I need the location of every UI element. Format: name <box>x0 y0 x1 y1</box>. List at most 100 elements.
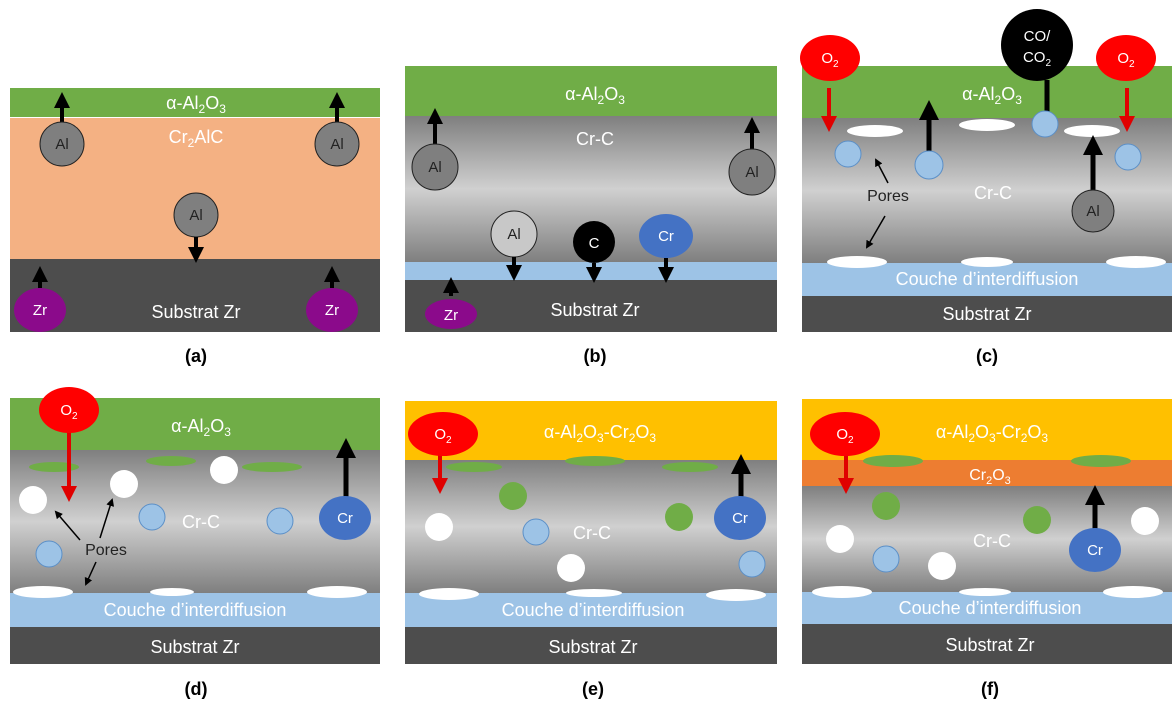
cr-particle <box>738 550 766 578</box>
substrate-layer <box>802 296 1172 332</box>
pore <box>150 588 194 596</box>
o2-label: O2 <box>1117 50 1135 70</box>
interdiffusion-layer <box>802 263 1172 296</box>
alumina-precipitate <box>662 462 718 472</box>
cr-atom <box>639 214 693 258</box>
cr-particle <box>35 540 63 568</box>
crc-label: Cr-C <box>973 531 1011 551</box>
pore <box>557 554 585 582</box>
pore <box>959 588 1011 596</box>
cr2o3-particle <box>499 482 527 510</box>
alumina-precipitate <box>29 462 79 472</box>
al-label: Al <box>55 136 68 153</box>
caption-d: (d) <box>185 679 208 699</box>
cr-particle <box>1114 143 1142 171</box>
al-atom <box>314 121 360 167</box>
pore <box>847 125 903 137</box>
o2-molecule <box>408 412 478 456</box>
crc-label: Cr-C <box>573 523 611 543</box>
pore <box>210 456 238 484</box>
substrate-label: Substrat Zr <box>548 637 637 657</box>
c-atom <box>573 221 615 263</box>
caption-a: (a) <box>185 346 207 366</box>
cr-particle <box>522 518 550 546</box>
substrate-label: Substrat Zr <box>151 302 240 322</box>
o2-molecule <box>800 35 860 81</box>
alumina-precipitate <box>1071 455 1131 467</box>
caption-b: (b) <box>584 346 607 366</box>
substrate-layer <box>802 624 1172 664</box>
cr2o3-label: Cr2O3 <box>969 467 1011 487</box>
pore <box>928 552 956 580</box>
pore <box>706 589 766 601</box>
pore <box>959 119 1015 131</box>
crc-label: Cr-C <box>182 512 220 532</box>
pointer-arrow <box>54 510 81 541</box>
al-label: Al <box>745 164 758 181</box>
caption-f: (f) <box>981 679 999 699</box>
pore-particle <box>1031 110 1059 138</box>
al-label: Al <box>428 159 441 176</box>
panel-a: α-Al2O3 Cr2AlC Substrat Zr Al Al Al Zr Z… <box>10 88 380 366</box>
cr-particle <box>872 545 900 573</box>
zr-label: Zr <box>325 302 339 319</box>
o2-label: O2 <box>434 426 452 446</box>
al-atom <box>1071 189 1115 233</box>
zr-label: Zr <box>33 302 47 319</box>
crc-layer <box>802 118 1172 263</box>
pore <box>827 256 887 268</box>
pore <box>1064 125 1120 137</box>
crc-label: Cr-C <box>974 183 1012 203</box>
cr2o3-particle <box>872 492 900 520</box>
caption-e: (e) <box>582 679 604 699</box>
zr-atom <box>425 299 477 329</box>
pore <box>19 486 47 514</box>
pores-label: Pores <box>85 542 127 559</box>
pore <box>812 586 872 598</box>
panel-b: α-Al2O3 Cr-C Substrat Zr Al Al Al C Cr Z… <box>405 66 777 366</box>
mixed-oxide-label: α-Al2O3-Cr2O3 <box>936 422 1049 445</box>
substrate-label: Substrat Zr <box>150 637 239 657</box>
o2-molecule <box>810 412 880 456</box>
interdiffusion-label: Couche d’interdiffusion <box>896 269 1079 289</box>
al-label: Al <box>507 226 520 243</box>
al-atom <box>411 143 459 191</box>
o2-molecule <box>1096 35 1156 81</box>
cr-label: Cr <box>1087 542 1103 559</box>
cr-atom <box>714 496 766 540</box>
cr-atom <box>1069 528 1121 572</box>
mixed-oxide-label: α-Al2O3-Cr2O3 <box>544 422 657 445</box>
al-label: Al <box>189 207 202 224</box>
interdiffusion-layer <box>802 592 1172 624</box>
panel-f: α-Al2O3-Cr2O3 Cr2O3 Cr-C Couche d’interd… <box>802 399 1172 699</box>
interdiffusion-label: Couche d’interdiffusion <box>899 598 1082 618</box>
alumina-label: α-Al2O3 <box>166 93 226 116</box>
pointer-arrow <box>865 215 886 249</box>
substrate-label: Substrat Zr <box>550 300 639 320</box>
alumina-precipitate <box>863 455 923 467</box>
cr-particle <box>138 503 166 531</box>
pointer-arrow <box>84 561 97 586</box>
cr2alc-label: Cr2AlC <box>169 127 224 150</box>
interdiffusion-label: Couche d’interdiffusion <box>104 600 287 620</box>
pores-label: Pores <box>867 188 909 205</box>
crc-label: Cr-C <box>576 129 614 149</box>
o2-label: O2 <box>60 402 78 422</box>
al-atom <box>728 148 776 196</box>
interdiffusion-label: Couche d’interdiffusion <box>502 600 685 620</box>
pointer-arrow <box>875 158 889 184</box>
pore <box>961 257 1013 267</box>
substrate-label: Substrat Zr <box>945 635 1034 655</box>
cr-particle <box>266 507 294 535</box>
zr-atom <box>306 288 358 332</box>
alumina-precipitate <box>446 462 502 472</box>
alumina-precipitate <box>565 456 625 466</box>
co2-label: CO2 <box>1023 49 1052 69</box>
al-label: Al <box>330 136 343 153</box>
co-co2-molecule <box>1001 9 1073 81</box>
al-label: Al <box>1086 203 1099 220</box>
pore <box>13 586 73 598</box>
crc-layer <box>10 450 380 593</box>
caption-c: (c) <box>976 346 998 366</box>
alumina-label: α-Al2O3 <box>962 84 1022 107</box>
